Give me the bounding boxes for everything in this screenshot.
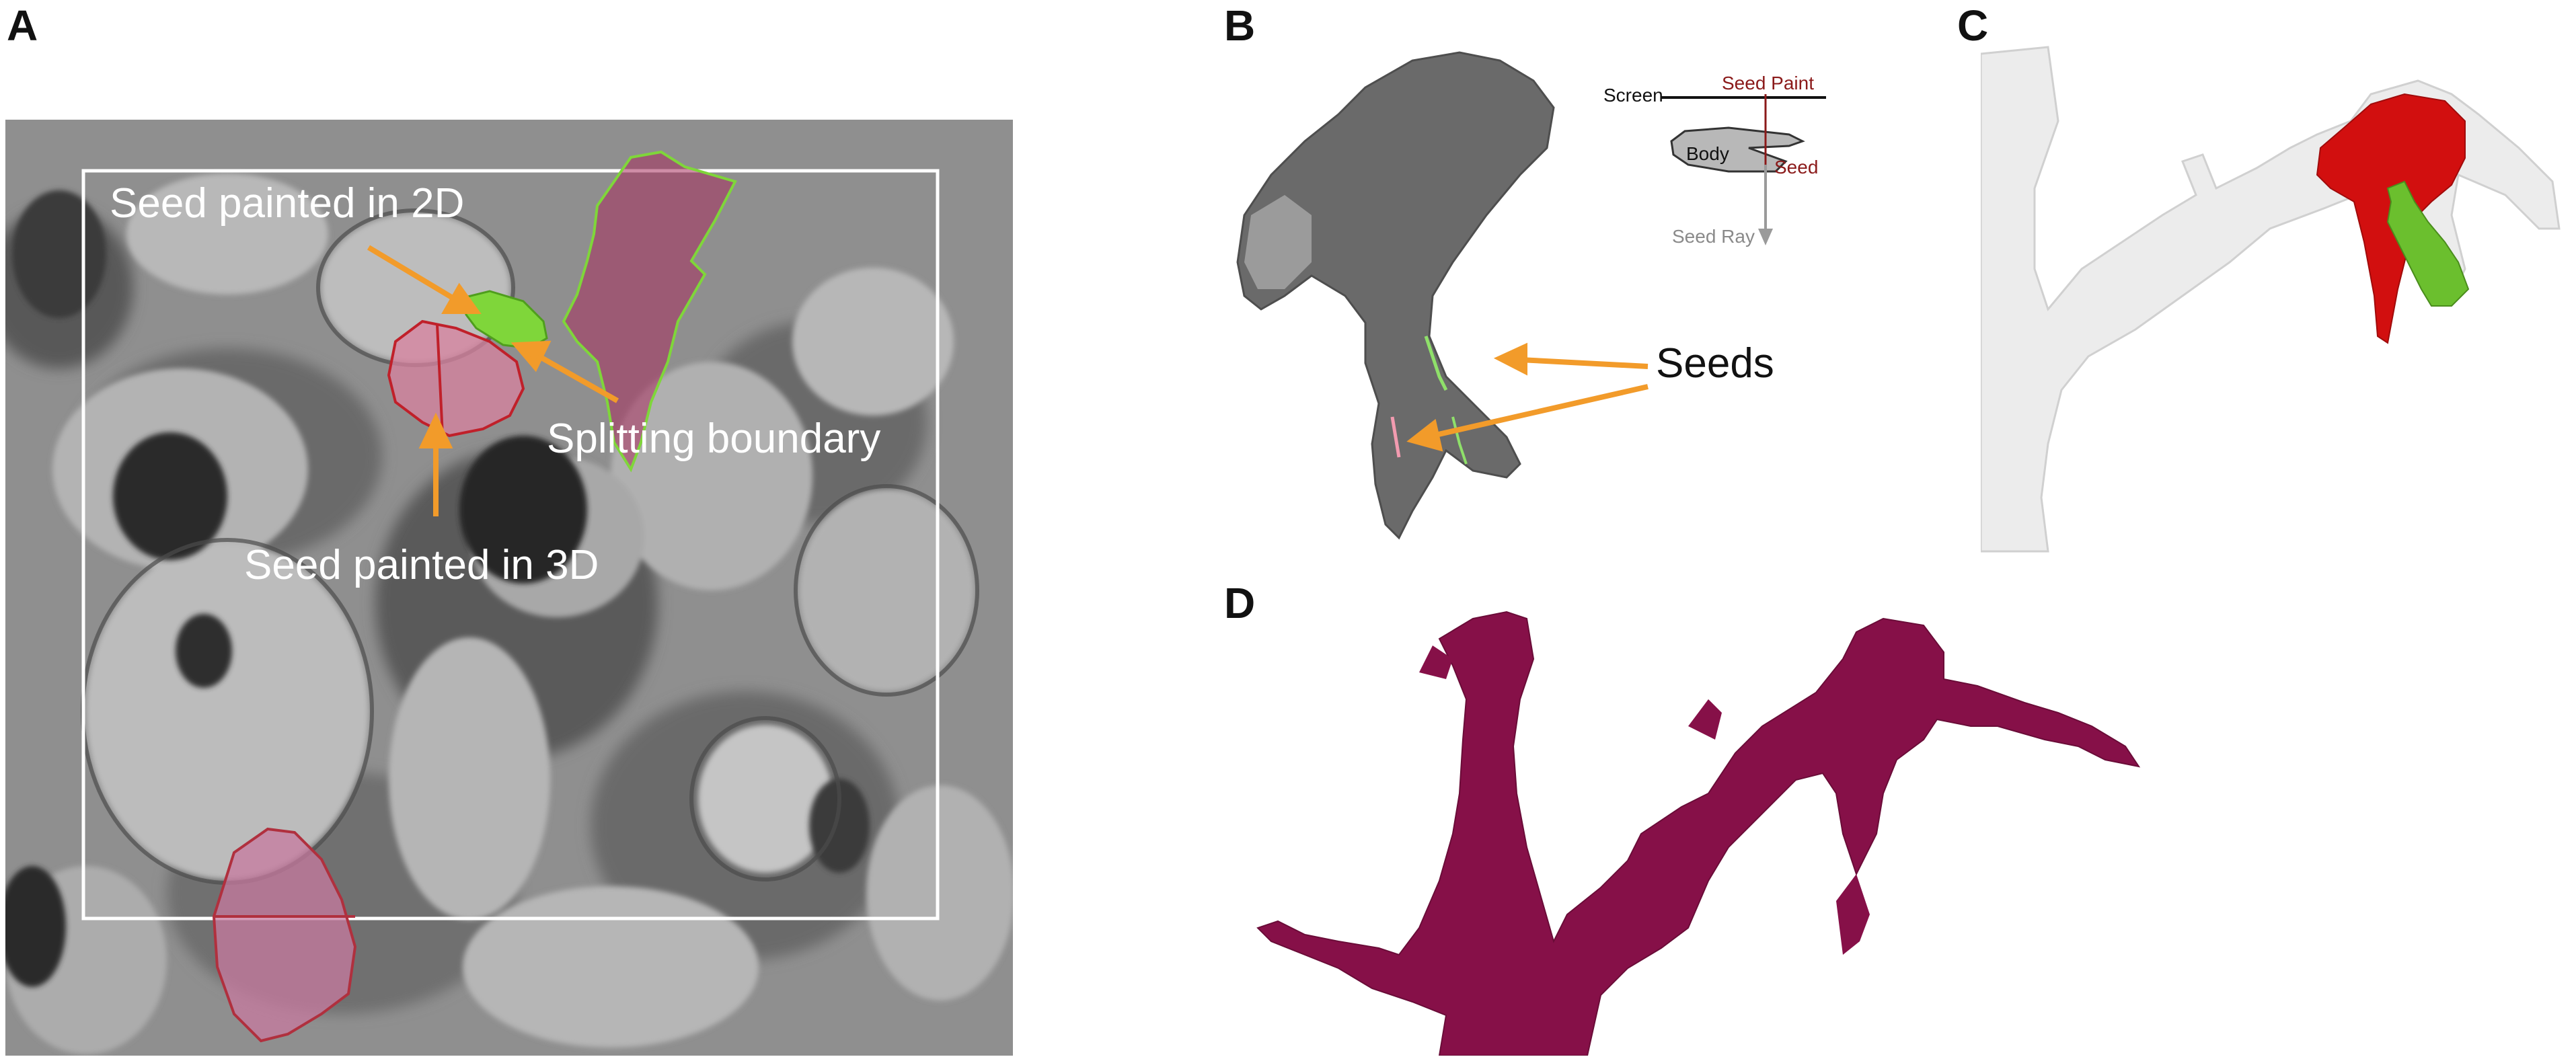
panel-c-mesh-render (1981, 40, 2573, 558)
seed-ray-diagram-svg (1661, 94, 1826, 245)
panel-a-em-image (5, 120, 1013, 1056)
panel-letter-a: A (7, 1, 38, 50)
magenta-spine-2 (1688, 699, 1722, 740)
panel-d-mesh-render (1251, 592, 2193, 1056)
diagram-label-seed-paint: Seed Paint (1722, 73, 1814, 93)
diagram-label-screen: Screen (1603, 85, 1663, 106)
magenta-spine (1419, 645, 1453, 679)
panel-d-svg (1256, 611, 2141, 1056)
panel-a-arrows (367, 245, 619, 516)
seed-3d-split-line (436, 324, 444, 436)
diagram-label-body: Body (1686, 143, 1729, 164)
seed-3d-region (387, 319, 525, 438)
panel-b-mesh-render (1231, 40, 1903, 551)
magenta-neuron-mesh (1256, 611, 2141, 1056)
grey-neuron-mesh (1236, 51, 1555, 540)
mesh-seeds (1390, 336, 1468, 465)
seed-ray-diagram (1594, 64, 1836, 252)
panel-b-svg (1236, 51, 1649, 540)
roi-box (81, 169, 940, 920)
label-seed-painted-3d: Seed painted in 3D (244, 542, 599, 588)
diagram-label-seed: Seed (1774, 157, 1819, 178)
body-shape (1670, 126, 1805, 173)
white-neuron-mesh (1981, 46, 2561, 553)
segment-green (2386, 180, 2470, 307)
seed-ray-arrowhead (1758, 229, 1773, 245)
panel-letter-b: B (1224, 1, 1256, 50)
label-seeds: Seeds (1656, 340, 1774, 387)
diagram-label-seed-ray: Seed Ray (1672, 226, 1755, 247)
panel-b-arrows (1406, 342, 1649, 452)
em-slice-svg (5, 120, 1013, 1056)
panel-letter-c: C (1957, 1, 1989, 50)
panel-c-svg (1981, 46, 2561, 553)
label-seed-painted-2d: Seed painted in 2D (110, 180, 465, 227)
segment-magenta-region (562, 150, 737, 473)
label-splitting-boundary: Splitting boundary (547, 416, 881, 462)
panel-letter-d: D (1224, 579, 1256, 627)
segment-lower-pink (212, 827, 357, 1043)
grey-mesh-cut-face (1244, 195, 1312, 289)
magenta-branch-stub (1836, 874, 1870, 955)
